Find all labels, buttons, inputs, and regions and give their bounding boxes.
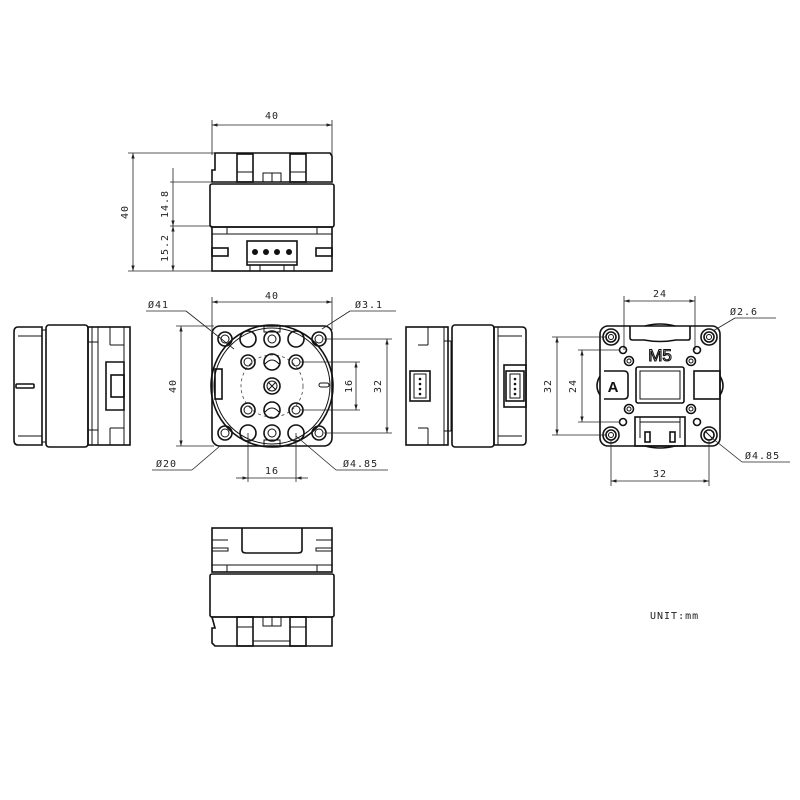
outer-diameter-label: Ø41 bbox=[148, 299, 169, 311]
back-large-hole-diameter: Ø4.85 bbox=[745, 450, 780, 462]
front-view: 40 40 bbox=[146, 291, 396, 482]
outer-hole-spacing-v: 32 bbox=[373, 379, 384, 393]
bottom-hole-spacing-h: 16 bbox=[265, 466, 279, 477]
right-side-view bbox=[405, 324, 527, 448]
inner-circle-diameter-label: Ø20 bbox=[156, 458, 177, 470]
top-height-dim: 40 bbox=[120, 205, 131, 219]
left-side-view bbox=[13, 324, 131, 448]
screen-window bbox=[635, 366, 685, 404]
side-connector-left bbox=[409, 370, 431, 402]
top-width-dim: 40 bbox=[265, 111, 279, 122]
front-height-dim: 40 bbox=[168, 379, 179, 393]
side-connector-right bbox=[503, 364, 527, 408]
back-bottom-spacing-dim: 32 bbox=[653, 469, 667, 480]
unit-label: UNIT:mm bbox=[650, 611, 699, 622]
back-small-hole-diameter: Ø2.6 bbox=[730, 306, 758, 318]
large-hole-diameter-label: Ø4.85 bbox=[343, 458, 378, 470]
back-view: 24 M5 bbox=[543, 289, 790, 486]
back-top-spacing-dim: 24 bbox=[653, 289, 667, 300]
upper-section-dim: 14.8 bbox=[160, 190, 171, 218]
usb-port bbox=[634, 416, 686, 447]
port-label: A bbox=[608, 379, 619, 396]
front-width-dim: 40 bbox=[265, 291, 279, 302]
inner-hole-spacing-v: 16 bbox=[344, 379, 355, 393]
bottom-view bbox=[209, 527, 335, 647]
grove-connector bbox=[246, 240, 298, 272]
small-hole-diameter-label: Ø3.1 bbox=[355, 299, 383, 311]
brand-logo: M5 bbox=[648, 346, 672, 365]
lower-section-dim: 15.2 bbox=[160, 234, 171, 262]
top-view: 40 40 14.8 15.2 bbox=[120, 111, 335, 272]
back-inner-spacing-v: 24 bbox=[568, 379, 579, 393]
back-outer-spacing-v: 32 bbox=[543, 379, 554, 393]
